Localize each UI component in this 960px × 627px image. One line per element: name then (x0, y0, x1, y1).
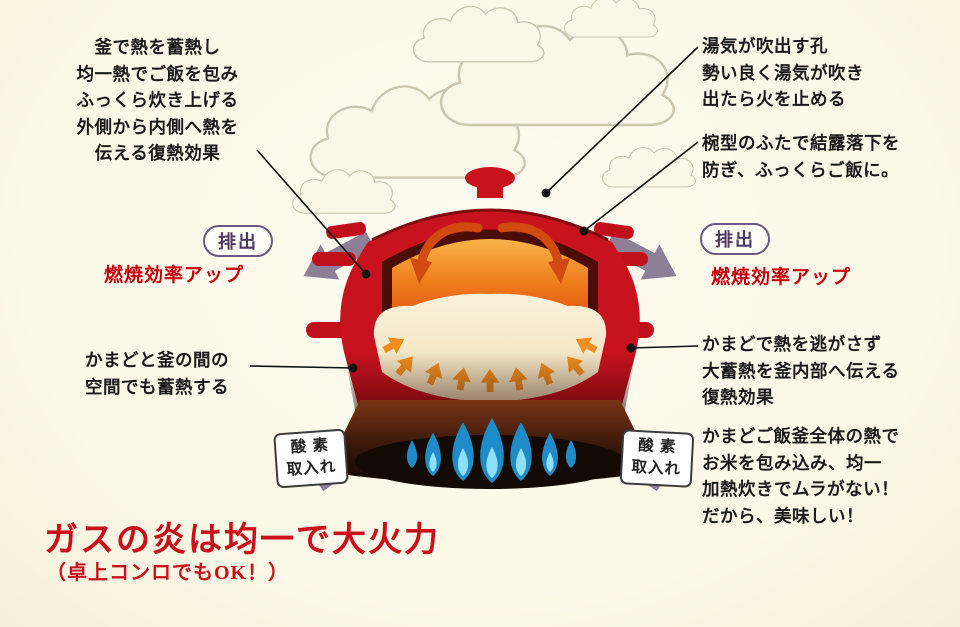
kamado-pot (306, 167, 655, 489)
exhaust-badge-left: 排出 (203, 225, 273, 257)
oxygen-intake-badge-right: 酸 素 取入れ (619, 429, 694, 488)
oxygen-intake-badge-left: 酸 素 取入れ (273, 428, 349, 489)
heat-circulation-arrowheads (410, 258, 570, 284)
note-kamado: かまどで熱を逃がさず 大蓄熱を釜内部へ伝える 復熱効果 (702, 334, 900, 408)
lid-line (371, 208, 609, 242)
exhaust-badge-right: 排出 (700, 223, 770, 255)
heat-circulation-arrows (416, 222, 564, 271)
leader-lines (249, 46, 699, 369)
note-cavity: かまどと釜の間の 空間でも蓄熱する (85, 350, 229, 397)
efficiency-label-left: 燃焼効率アップ (104, 265, 245, 286)
subtitle: （卓上コンロでもOK！） (46, 562, 290, 584)
note-taste: かまどご飯釜全体の熱で お米を包み込み、均一 加熱炊きでムラがない！ だから、美… (702, 426, 900, 526)
note-steam-hole: 湯気が吹出す孔 勢い良く湯気が吹き 出たら火を止める (702, 36, 864, 110)
main-title: ガスの炎は均一で大火力 (44, 522, 440, 559)
efficiency-label-right: 燃焼効率アップ (711, 267, 852, 288)
leader-dots (348, 188, 636, 373)
lid-knob (465, 167, 515, 198)
note-pot-heat: 釜で熱を蓄熱し 均一熱でご飯を包み ふっくら炊き上げる 外側から内側へ熱を 伝え… (76, 37, 239, 164)
note-lid: 椀型のふたで結露落下を 防ぎ、ふっくらご飯に。 (702, 133, 900, 180)
